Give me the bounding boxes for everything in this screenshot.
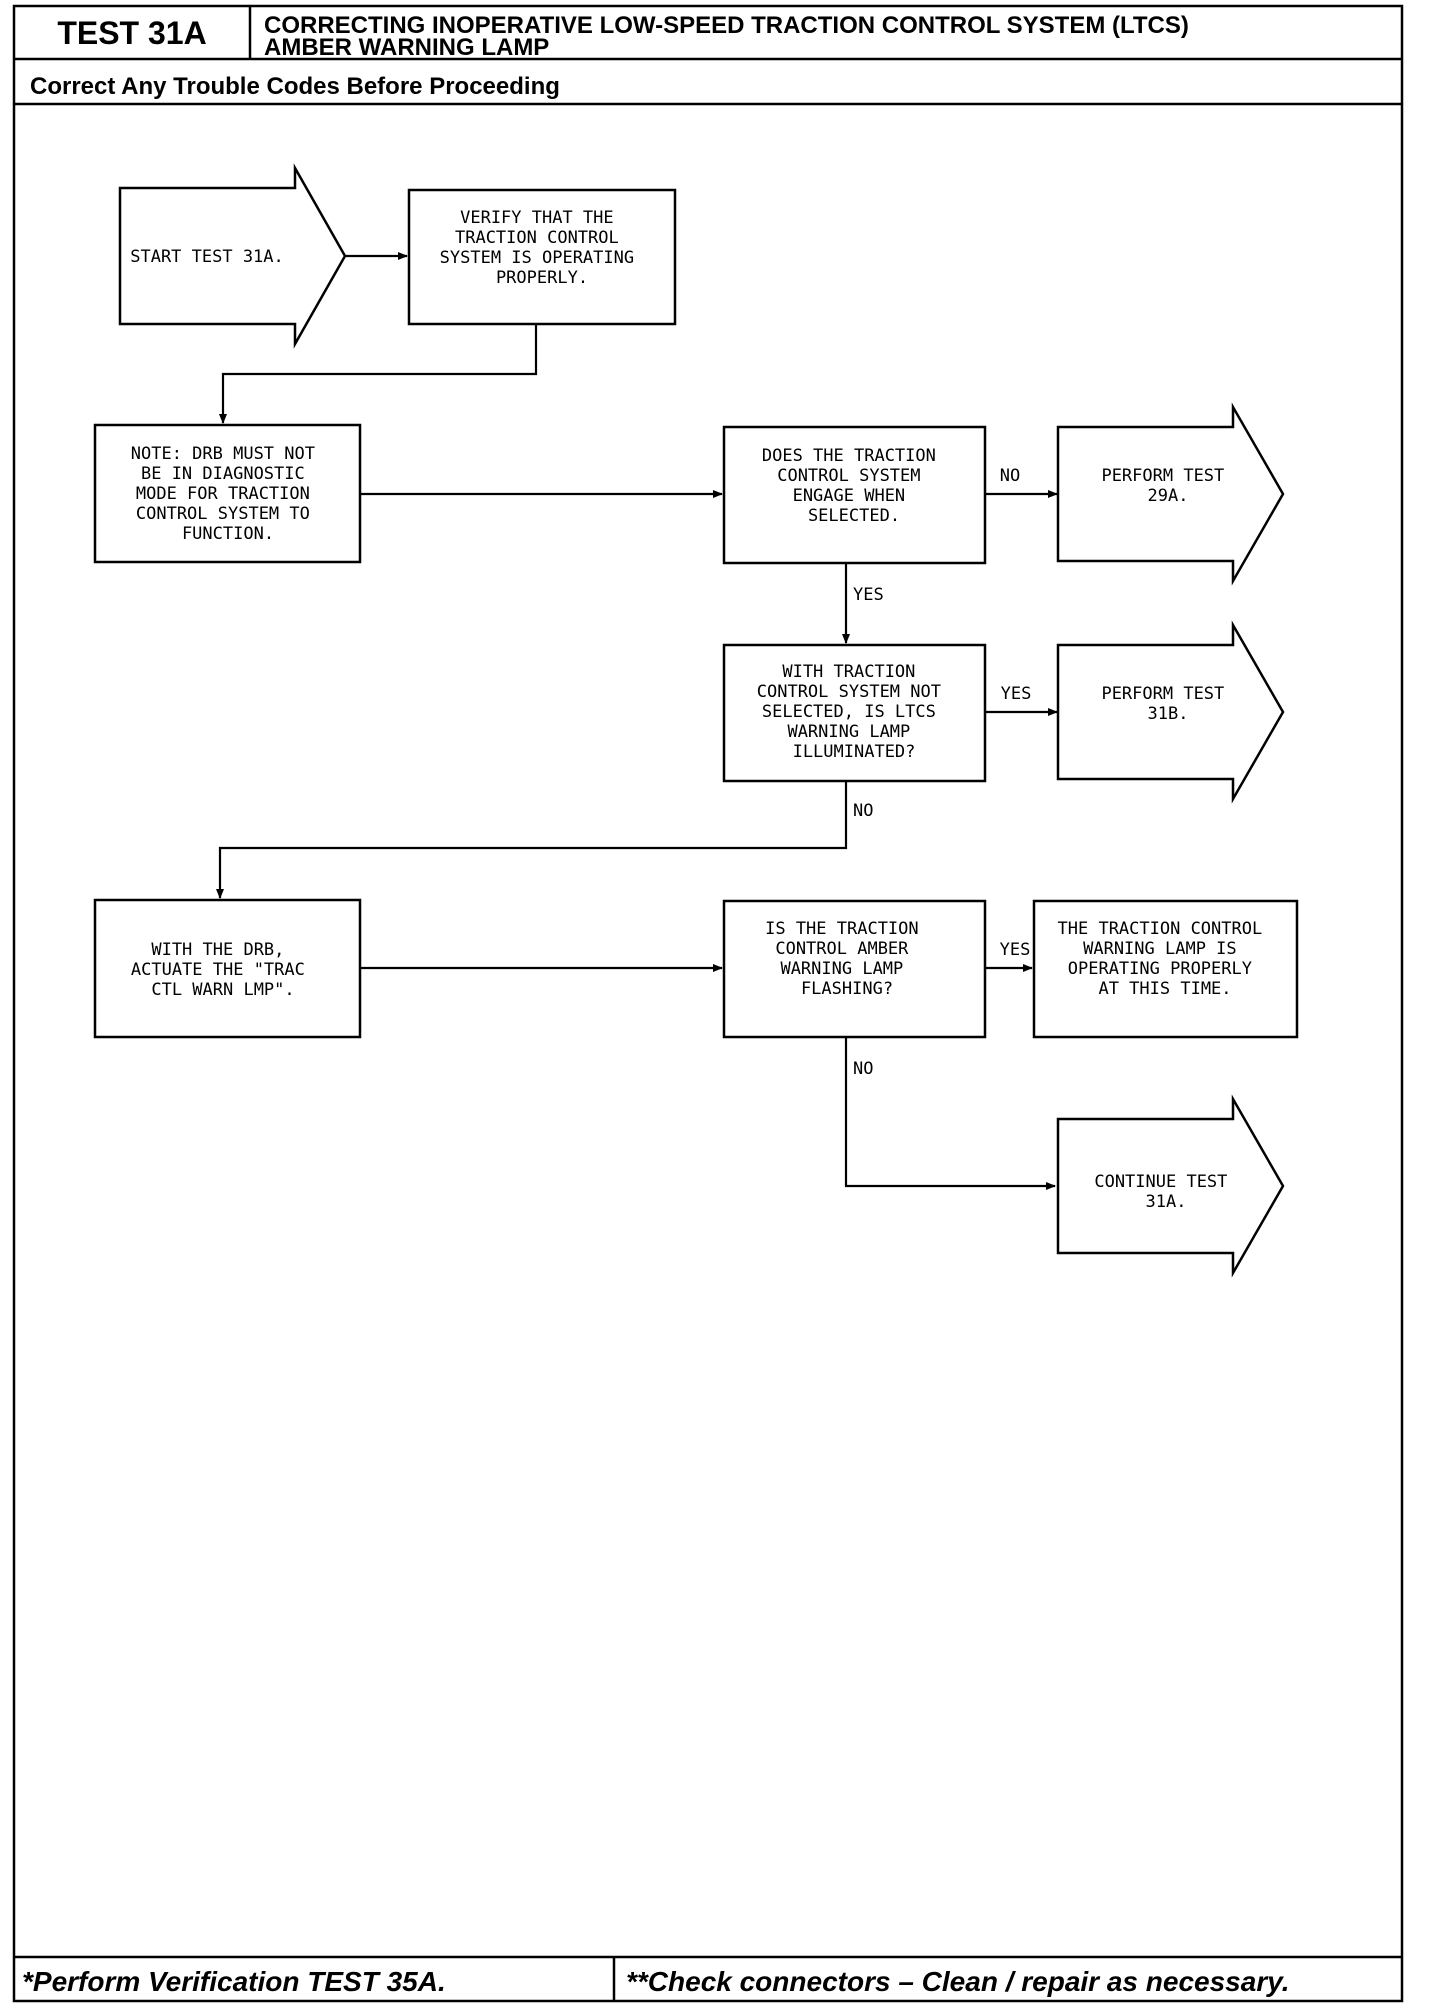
engage-question-text: DOES THE TRACTION CONTROL SYSTEM ENGAGE … [762, 446, 946, 526]
engage-question-box [722, 425, 987, 565]
ok-result-text: THE TRACTION CONTROL WARNING LAMP IS OPE… [1058, 919, 1273, 999]
lamp-question-text: WITH TRACTION CONTROL SYSTEM NOT SELECTE… [757, 662, 951, 762]
verify-text: VERIFY THAT THE TRACTION CONTROL SYSTEM … [440, 208, 645, 288]
connectors [216, 252, 1058, 1190]
note-box [93, 423, 362, 564]
perform-29a-text: PERFORM TEST 29A. [1101, 466, 1234, 506]
branch-label-yes: YES [853, 585, 884, 605]
actuate-box [93, 898, 362, 1039]
branch-label-no: NO [1000, 466, 1020, 486]
ok-result-box [1032, 899, 1299, 1039]
page-frame [12, 4, 1404, 2003]
branch-label-no: NO [853, 1059, 873, 1079]
footer-verification-note: *Perform Verification TEST 35A. [22, 1966, 446, 1997]
page-title-line1: CORRECTING INOPERATIVE LOW-SPEED TRACTIO… [264, 12, 1189, 39]
branch-label-no: NO [853, 801, 873, 821]
branch-label-yes: YES [1001, 684, 1032, 704]
perform-31b-text: PERFORM TEST 31B. [1101, 684, 1234, 724]
footer-connectors-note: **Check connectors – Clean / repair as n… [626, 1966, 1290, 1997]
perform-31b-arrow-shape [1056, 620, 1285, 804]
perform-29a-arrow-shape [1056, 402, 1285, 586]
continue-text: CONTINUE TEST 31A. [1094, 1172, 1237, 1212]
page-subtitle: Correct Any Trouble Codes Before Proceed… [30, 73, 560, 100]
connector-verify-note [219, 324, 538, 424]
branch-label-yes: YES [1000, 940, 1031, 960]
verify-box [407, 188, 677, 326]
page-title-line2: AMBER WARNING LAMP [264, 34, 549, 61]
connector-flash-continue [844, 1037, 1056, 1190]
start-arrow-shape [118, 163, 347, 349]
note-text: NOTE: DRB MUST NOT BE IN DIAGNOSTIC MODE… [131, 444, 325, 544]
test-id: TEST 31A [57, 15, 206, 51]
connector-lamp-actuate [216, 781, 848, 899]
flash-question-text: IS THE TRACTION CONTROL AMBER WARNING LA… [765, 919, 929, 999]
lamp-question-box [722, 643, 987, 783]
continue-arrow-shape [1056, 1094, 1285, 1278]
actuate-text: WITH THE DRB, ACTUATE THE "TRAC CTL WARN… [131, 940, 315, 1000]
flash-question-box [722, 899, 987, 1039]
start-text: START TEST 31A. [130, 247, 284, 267]
